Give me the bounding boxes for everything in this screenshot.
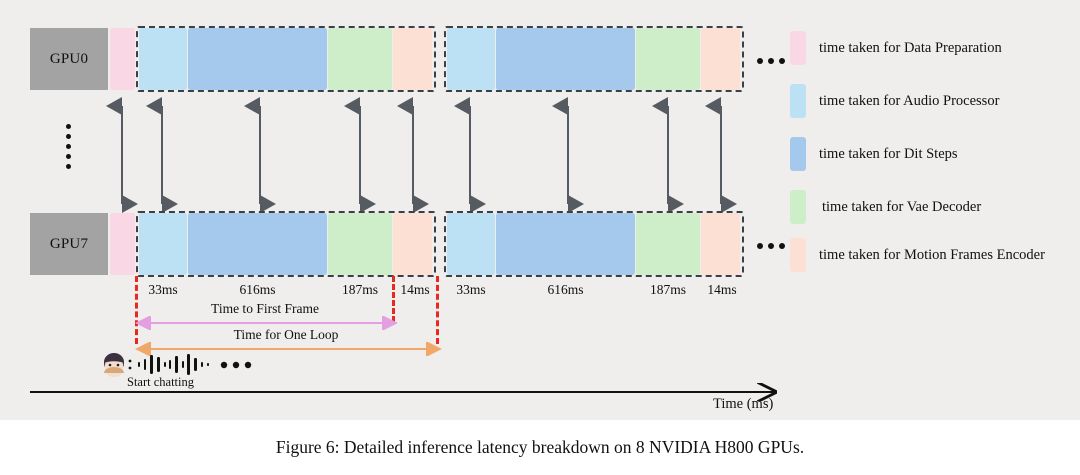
legend-swatch-audio-processor-icon	[790, 84, 806, 118]
segment-gpu7-loop2-vae-decoder	[636, 213, 700, 275]
segment-gpu7-loop2-audio-processor	[447, 213, 495, 275]
time-axis	[30, 383, 790, 401]
ms-label-gpu7-loop2-audio-processor: 33ms	[456, 282, 486, 297]
ms-label-gpu7-loop2-motion-frames-encoder: 14ms	[707, 282, 737, 297]
segment-gpu0-loop2-dit-steps	[496, 28, 635, 90]
segment-gpu7-loop1-data-preparation	[110, 213, 135, 275]
legend-item-motion-frames-encoder: time taken for Motion Frames Encoder	[790, 238, 1045, 272]
start-chatting-label: Start chatting	[127, 375, 194, 389]
figure-canvas: GPU0	[0, 0, 1080, 420]
legend-label-dit-steps: time taken for Dit Steps	[819, 145, 958, 162]
continuation-dots-gpu0	[757, 58, 785, 64]
segment-gpu7-loop1-audio-processor	[139, 213, 187, 275]
legend-swatch-motion-frames-encoder-icon	[790, 238, 806, 272]
gpu-rows-ellipsis	[66, 124, 71, 169]
ms-label-gpu7-loop2-dit-steps: 616ms	[547, 282, 584, 297]
ms-label-gpu7-loop1-vae-decoder: 187ms	[341, 282, 378, 297]
figure-caption: Figure 6: Detailed inference latency bre…	[0, 420, 1080, 475]
figure-caption-text: Figure 6: Detailed inference latency bre…	[275, 437, 805, 457]
legend-swatch-data-preparation-icon	[790, 31, 806, 65]
ms-label-gpu7-loop1-audio-processor: 33ms	[148, 282, 178, 297]
annotation-label-time-to-first-frame: Time to First Frame	[211, 301, 319, 316]
legend-item-audio-processor: time taken for Audio Processor	[790, 84, 999, 118]
marker-first-frame-end	[392, 276, 395, 322]
continuation-dots-gpu7	[757, 243, 785, 249]
gpu-sync-arrows	[106, 97, 737, 213]
segment-gpu7-loop1-dit-steps	[188, 213, 327, 275]
segment-gpu7-loop1-vae-decoder	[328, 213, 392, 275]
legend-label-motion-frames-encoder: time taken for Motion Frames Encoder	[819, 246, 1045, 263]
time-axis-label: Time (ms)	[713, 396, 774, 412]
segment-gpu7-loop2-motion-frames-encoder	[701, 213, 740, 275]
annotation-label-time-for-one-loop: Time for One Loop	[233, 327, 339, 342]
annotation-arrow-time-to-first-frame	[135, 316, 398, 330]
legend-swatch-dit-steps-icon	[790, 137, 806, 171]
legend-label-data-preparation: time taken for Data Preparation	[819, 39, 1002, 56]
start-chatting-avatar-icon	[104, 353, 252, 377]
segment-gpu0-loop2-audio-processor	[447, 28, 495, 90]
segment-gpu0-loop1-vae-decoder	[328, 28, 392, 90]
marker-loop-start	[135, 276, 138, 344]
segment-gpu7-loop2-dit-steps	[496, 213, 635, 275]
legend-label-audio-processor: time taken for Audio Processor	[819, 92, 1000, 109]
ms-label-gpu7-loop2-vae-decoder: 187ms	[649, 282, 686, 297]
annotation-arrow-time-for-one-loop	[135, 342, 442, 356]
segment-gpu0-loop1-motion-frames-encoder	[393, 28, 432, 90]
segment-gpu0-loop2-motion-frames-encoder	[701, 28, 740, 90]
legend-item-dit-steps: time taken for Dit Steps	[790, 137, 958, 171]
segment-gpu0-loop1-dit-steps	[188, 28, 327, 90]
legend-swatch-vae-decoder-icon	[790, 190, 806, 224]
segment-gpu0-loop2-vae-decoder	[636, 28, 700, 90]
segment-gpu0-loop1-audio-processor	[139, 28, 187, 90]
legend-item-data-preparation: time taken for Data Preparation	[790, 31, 1002, 65]
marker-loop-end	[436, 276, 439, 344]
ms-label-gpu7-loop1-motion-frames-encoder: 14ms	[400, 282, 430, 297]
segment-gpu0-loop1-data-preparation	[110, 28, 135, 90]
segment-gpu7-loop1-motion-frames-encoder	[393, 213, 432, 275]
ms-label-gpu7-loop1-dit-steps: 616ms	[239, 282, 276, 297]
gpu-row-label-gpu7: GPU7	[30, 213, 108, 275]
gpu-row-label-gpu0: GPU0	[30, 28, 108, 90]
legend-label-vae-decoder: time taken for Vae Decoder	[822, 198, 982, 215]
legend-item-vae-decoder: time taken for Vae Decoder	[790, 190, 981, 224]
